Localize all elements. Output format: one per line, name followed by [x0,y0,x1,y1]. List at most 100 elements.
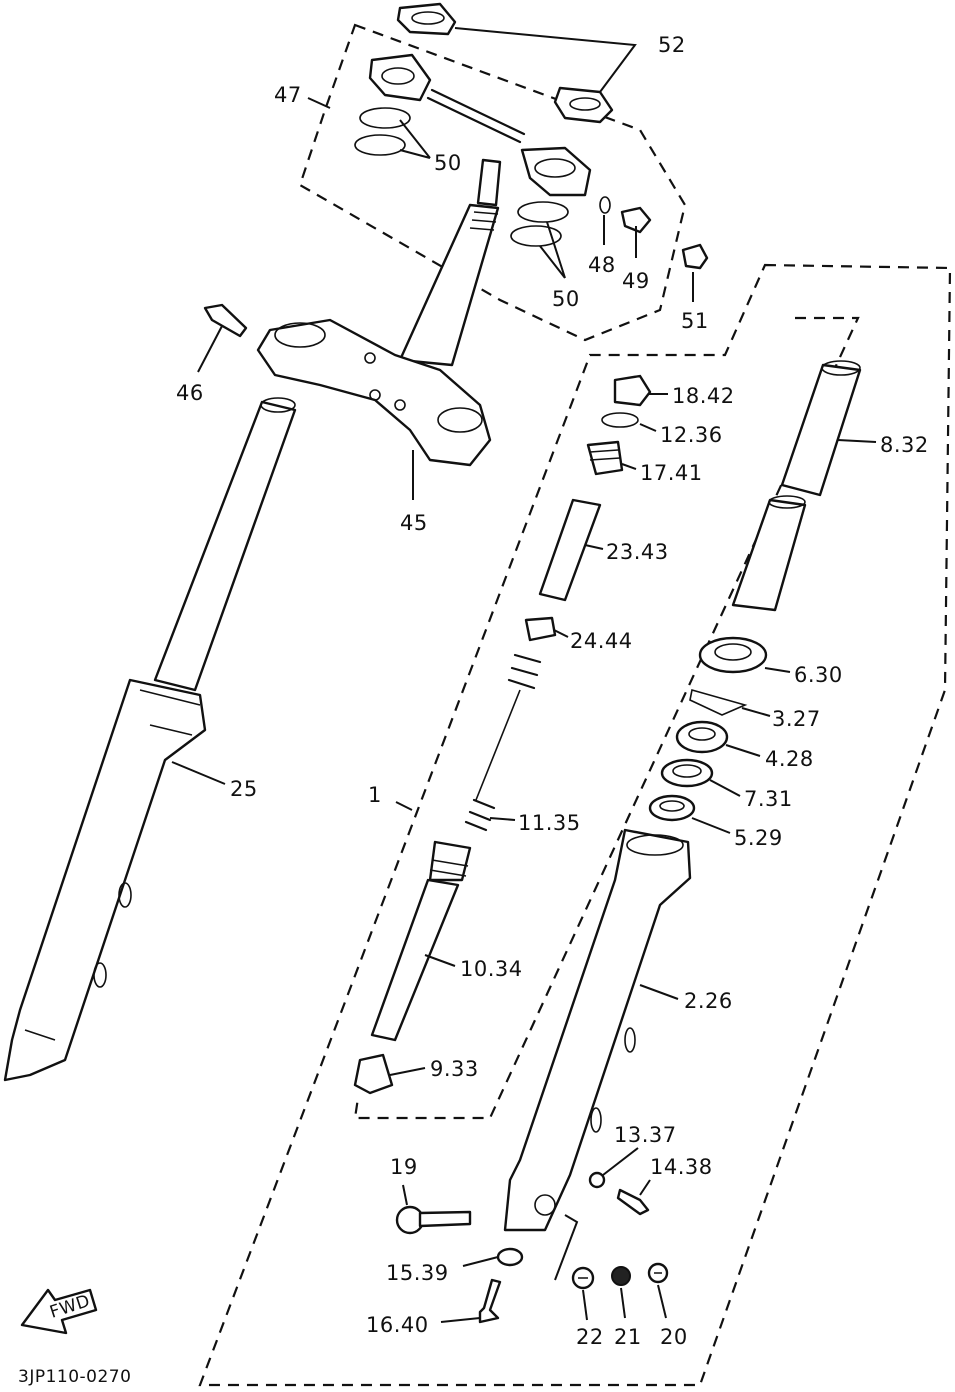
callout-10-34: 10.34 [460,957,523,981]
outer-tube-2 [503,828,692,1232]
leader-47 [307,97,331,109]
leader-10 [424,954,456,967]
callout-8-32: 8.32 [880,433,929,457]
leader-8 [837,439,877,443]
callout-4-28: 4.28 [765,747,814,771]
leader-11 [489,817,516,821]
leader-19 [402,1184,408,1206]
leader-7 [709,779,741,797]
bolt-49 [620,206,652,234]
handlebar-holder-right [553,86,614,124]
leader-50b [539,221,566,279]
leader-2 [639,984,679,1000]
slide-metal-tube [731,495,807,612]
o-ring-12 [601,412,639,428]
callout-45: 45 [400,511,428,535]
callout-48: 48 [588,253,616,277]
leader-13 [602,1147,639,1176]
callout-12-36: 12.36 [660,423,723,447]
leader-17 [621,463,637,470]
callout-19: 19 [390,1155,418,1179]
oil-seal-4 [675,720,729,754]
o-ring-50a [359,107,411,129]
callout-14-38: 14.38 [650,1155,713,1179]
callout-2-26: 2.26 [684,989,733,1013]
fork-assembly-25 [3,397,297,1082]
under-bracket [256,318,492,467]
washer-7 [660,758,714,788]
callout-24-44: 24.44 [570,629,633,653]
fwd-arrow-icon: FWD [20,1288,98,1335]
slide-bushing-5 [648,794,696,822]
leader-22 [582,1289,588,1321]
callout-46: 46 [176,381,204,405]
clip-3 [689,688,748,716]
inner-cartridge-boundary [353,316,860,1120]
callout-6-30: 6.30 [794,663,843,687]
oil-lock-piece-9 [353,1053,394,1095]
dust-seal-6 [698,636,768,674]
bolt-46 [203,303,248,338]
leader-3 [741,707,771,717]
bolt-14 [616,1188,650,1216]
callout-50b: 50 [552,287,580,311]
callout-21: 21 [614,1325,642,1349]
callout-15-39: 15.39 [386,1261,449,1285]
spacer-23 [538,498,602,602]
group-1-boundary [198,263,952,1387]
group-47-boundary [298,23,687,342]
bolt-16 [478,1278,502,1324]
leader-bracket-lower [554,1214,579,1281]
callout-25: 25 [230,777,258,801]
leader-46 [197,325,223,373]
callout-23-43: 23.43 [606,540,669,564]
callout-18-42: 18.42 [672,384,735,408]
handlebar-holder-upper [396,2,457,36]
callout-1: 1 [368,783,382,807]
callout-7-31: 7.31 [744,787,793,811]
leader-4 [725,744,761,757]
leader-14 [639,1179,651,1196]
leader-16 [440,1317,481,1323]
leader-9 [389,1067,426,1076]
leader-5 [691,817,731,834]
cap-bolt-18 [613,374,652,407]
leader-15 [462,1256,499,1267]
callout-51: 51 [681,309,709,333]
inner-tube-8 [780,360,862,497]
callout-50a: 50 [434,151,462,175]
callout-20: 20 [660,1325,688,1349]
callout-9-33: 9.33 [430,1057,479,1081]
callout-17-41: 17.41 [640,461,703,485]
o-ring-50c [517,201,569,223]
callout-11-35: 11.35 [518,811,581,835]
collar-24 [524,616,557,642]
o-ring-50b [354,134,406,156]
leader-21 [620,1287,626,1319]
leader-52 [454,27,637,93]
callout-22: 22 [576,1325,604,1349]
axle-bolt-19 [395,1205,472,1235]
handlebar-left [368,53,526,144]
leader-1 [395,801,413,811]
leader-50a [399,119,431,159]
reflector-21 [611,1266,631,1286]
steering-stem [398,158,502,367]
leader-24 [553,629,569,638]
leader-12 [639,423,657,432]
o-ring-50d [510,225,562,247]
callout-52: 52 [658,33,686,57]
callout-3-27: 3.27 [772,707,821,731]
leader-6 [764,667,791,673]
cap-51 [681,243,709,270]
damper-rod-10 [370,840,472,1042]
leader-23 [584,544,604,550]
washer-15 [496,1247,524,1267]
handlebar-right [520,146,592,197]
callout-16-40: 16.40 [366,1313,429,1337]
washer-13 [588,1171,606,1189]
callout-49: 49 [622,269,650,293]
fork-spring-11 [464,653,542,832]
washer-48 [599,196,611,214]
